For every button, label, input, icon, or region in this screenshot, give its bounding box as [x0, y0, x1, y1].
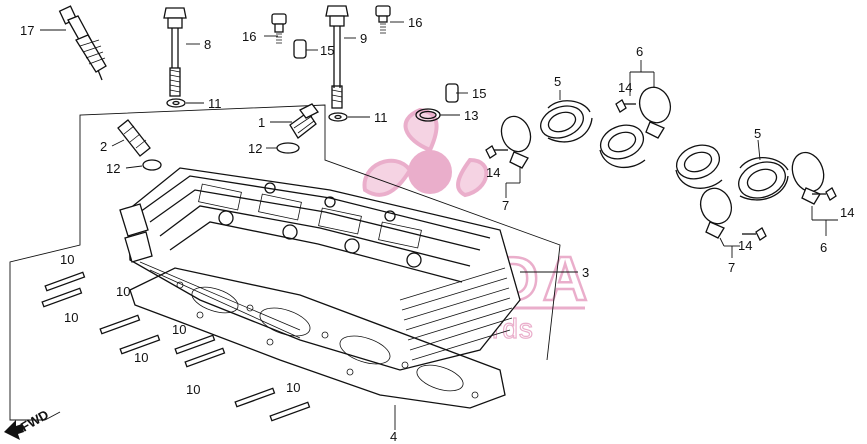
- cylinder-bolt-9-icon: [325, 5, 349, 109]
- callout-1: 1: [258, 115, 265, 130]
- o-ring-12a-icon: [276, 142, 300, 154]
- callout-14b: 14: [486, 165, 500, 180]
- fwd-label: FWD: [18, 407, 51, 435]
- callout-8: 8: [204, 37, 211, 52]
- dowel-pin-15a-icon: [293, 39, 307, 59]
- leader-lines: [40, 21, 838, 430]
- callout-2: 2: [100, 139, 107, 154]
- small-bolt-16a-icon: [271, 13, 287, 44]
- callout-15a: 15: [320, 43, 334, 58]
- callout-16b: 16: [408, 15, 422, 30]
- small-bolt-16b-icon: [375, 5, 391, 34]
- callout-10a: 10: [60, 252, 74, 267]
- o-ring-12b-icon: [142, 159, 162, 171]
- propeller-logo-icon: [362, 107, 489, 198]
- callout-6b: 6: [820, 240, 827, 255]
- callout-3: 3: [582, 265, 589, 280]
- insulator-5b-icon: [599, 124, 646, 169]
- stud-bolts-10-icon: [41, 271, 311, 422]
- insulator-5a-icon: [540, 100, 593, 143]
- callout-6a: 6: [636, 44, 643, 59]
- callout-16a: 16: [242, 29, 256, 44]
- spark-plug-icon: [58, 5, 107, 81]
- fwd-arrow-icon: [4, 420, 24, 440]
- clamp-screws-14-icon: [485, 99, 837, 241]
- callout-5a: 5: [554, 74, 561, 89]
- callout-11a: 11: [208, 96, 222, 111]
- callout-4: 4: [390, 429, 397, 444]
- assembly-outline: [9, 104, 561, 421]
- callout-10b: 10: [64, 310, 78, 325]
- callout-7a: 7: [502, 198, 509, 213]
- cylinder-head-icon: [119, 167, 521, 371]
- callout-13: 13: [464, 108, 478, 123]
- head-gasket-icon: [129, 267, 506, 409]
- callout-7b: 7: [728, 260, 735, 275]
- union-fitting-1-icon: [289, 103, 319, 139]
- clamp-band-6b-icon: [791, 151, 825, 205]
- callout-10f: 10: [186, 382, 200, 397]
- clamp-band-7b-icon: [699, 187, 733, 239]
- callout-10c: 10: [116, 284, 130, 299]
- callout-11b: 11: [374, 110, 388, 125]
- washer-11a-icon: [166, 98, 186, 108]
- callout-15b: 15: [472, 86, 486, 101]
- part-callouts: 17 8 16 15 9 16 11 11 15 13 1 12 2 12 3 …: [20, 15, 854, 444]
- callout-14d: 14: [738, 238, 752, 253]
- insulator-5c-icon: [675, 144, 723, 189]
- callout-14c: 14: [840, 205, 854, 220]
- callout-12b: 12: [106, 161, 120, 176]
- clamp-band-7a-icon: [500, 115, 532, 169]
- callout-10g: 10: [286, 380, 300, 395]
- washer-11b-icon: [328, 112, 348, 122]
- clamp-band-6a-icon: [638, 86, 672, 139]
- callout-10e: 10: [172, 322, 186, 337]
- fitting-2-icon: [117, 119, 151, 157]
- cylinder-bolt-8-icon: [163, 7, 187, 97]
- callout-10d: 10: [134, 350, 148, 365]
- callout-9: 9: [360, 31, 367, 46]
- callout-14a: 14: [618, 80, 632, 95]
- callout-17: 17: [20, 23, 34, 38]
- callout-5b: 5: [754, 126, 761, 141]
- callout-12a: 12: [248, 141, 262, 156]
- insulator-5d-icon: [738, 156, 789, 201]
